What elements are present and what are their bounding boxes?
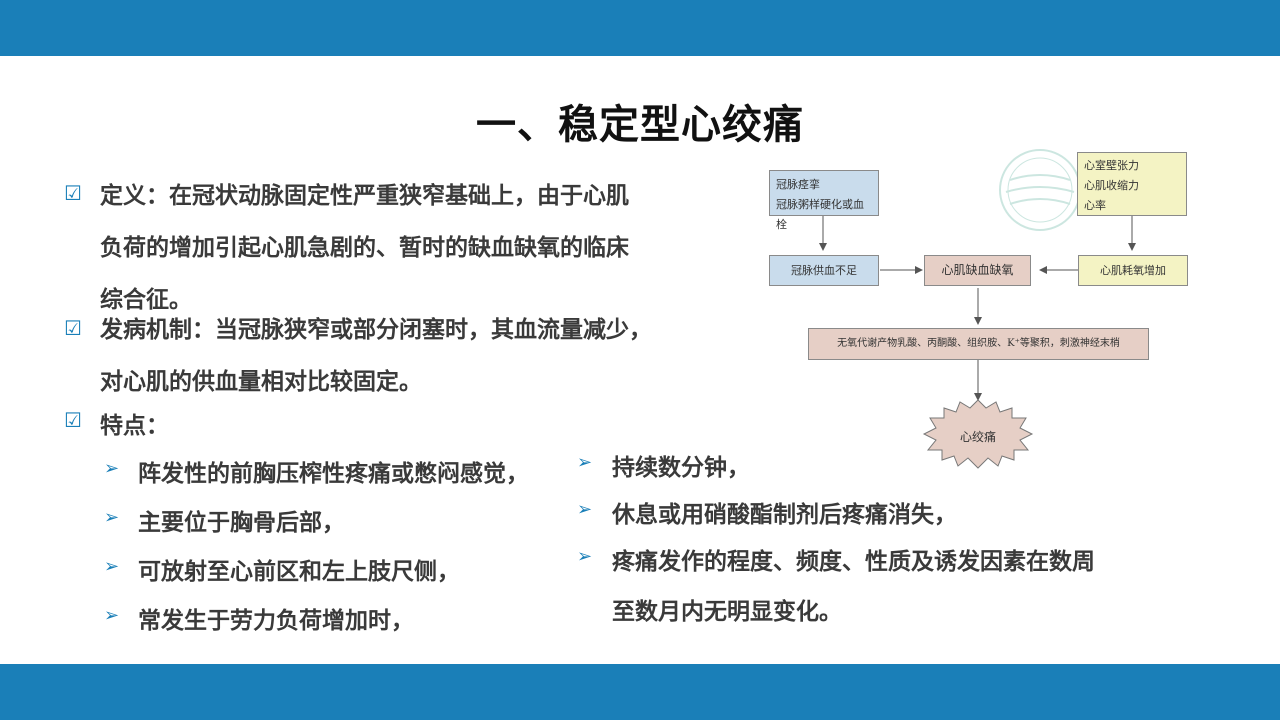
top-banner (0, 0, 1280, 56)
flow-text: 冠脉痉挛 (776, 178, 820, 191)
arrow-bullet-icon: ➢ (104, 458, 120, 479)
bottom-banner (0, 664, 1280, 720)
flow-text: 心率 (1084, 199, 1106, 212)
arrow-bullet-icon: ➢ (104, 605, 120, 626)
definition-line-2: 负荷的增加引起心肌急剧的、暂时的缺血缺氧的临床 (100, 235, 629, 261)
arrow-bullet-icon: ➢ (577, 452, 593, 473)
feature-item: 主要位于胸骨后部， (138, 510, 345, 536)
feature-item: 常发生于劳力负荷增加时， (138, 608, 414, 634)
feature-item: 可放射至心前区和左上肢尺侧， (138, 559, 460, 585)
flow-box-insufficient-supply: 冠脉供血不足 (769, 255, 879, 286)
definition-line-1: 定义：在冠状动脉固定性严重狭窄基础上，由于心肌 (100, 183, 629, 209)
checkbox-icon: ☑ (64, 316, 82, 340)
angina-starburst (922, 399, 1034, 469)
mechanism-line-1: 发病机制：当冠脉狭窄或部分闭塞时，其血流量减少， (100, 317, 652, 343)
watermark-logo-icon (999, 149, 1081, 231)
feature-item: 疼痛发作的程度、频度、性质及诱发因素在数周 (612, 549, 1095, 575)
slide-title: 一、稳定型心绞痛 (476, 102, 804, 148)
flow-text: 心室壁张力 (1084, 159, 1139, 172)
flow-box-oxygen-factors: 心室壁张力 心肌收缩力 心率 (1077, 152, 1187, 216)
flowchart-connectors (819, 149, 1136, 469)
feature-item: 休息或用硝酸酯制剂后疼痛消失， (612, 502, 957, 528)
flow-box-metabolites: 无氧代谢产物乳酸、丙酮酸、组织胺、K⁺等聚积，刺激神经末梢 (808, 328, 1149, 360)
arrow-bullet-icon: ➢ (577, 499, 593, 520)
flow-box-increased-demand: 心肌耗氧增加 (1078, 255, 1188, 286)
checkbox-icon: ☑ (64, 408, 82, 432)
flow-box-coronary-causes: 冠脉痉挛 冠脉粥样硬化或血栓 (769, 170, 879, 231)
feature-item-continuation: 至数月内无明显变化。 (612, 599, 842, 625)
flow-star-label: 心绞痛 (959, 430, 996, 444)
arrow-bullet-icon: ➢ (577, 546, 593, 567)
flow-text: 冠脉粥样硬化或血栓 (776, 198, 864, 231)
definition-text: 定义：在冠状动脉固定性严重狭窄基础上，由于心肌 负荷的增加引起心肌急剧的、暂时的… (100, 170, 629, 326)
mechanism-text: 发病机制：当冠脉狭窄或部分闭塞时，其血流量减少， 对心肌的供血量相对比较固定。 (100, 304, 652, 408)
checkbox-icon: ☑ (64, 181, 82, 205)
features-heading: 特点： (100, 413, 169, 439)
arrow-bullet-icon: ➢ (104, 556, 120, 577)
mechanism-line-2: 对心肌的供血量相对比较固定。 (100, 369, 422, 395)
definition-line-3: 综合征。 (100, 287, 192, 313)
feature-item: 持续数分钟， (612, 455, 750, 481)
flow-text: 心肌收缩力 (1084, 179, 1139, 192)
flow-box-ischemia: 心肌缺血缺氧 (924, 255, 1031, 286)
arrow-bullet-icon: ➢ (104, 507, 120, 528)
feature-item: 阵发性的前胸压榨性疼痛或憋闷感觉， (138, 461, 529, 487)
